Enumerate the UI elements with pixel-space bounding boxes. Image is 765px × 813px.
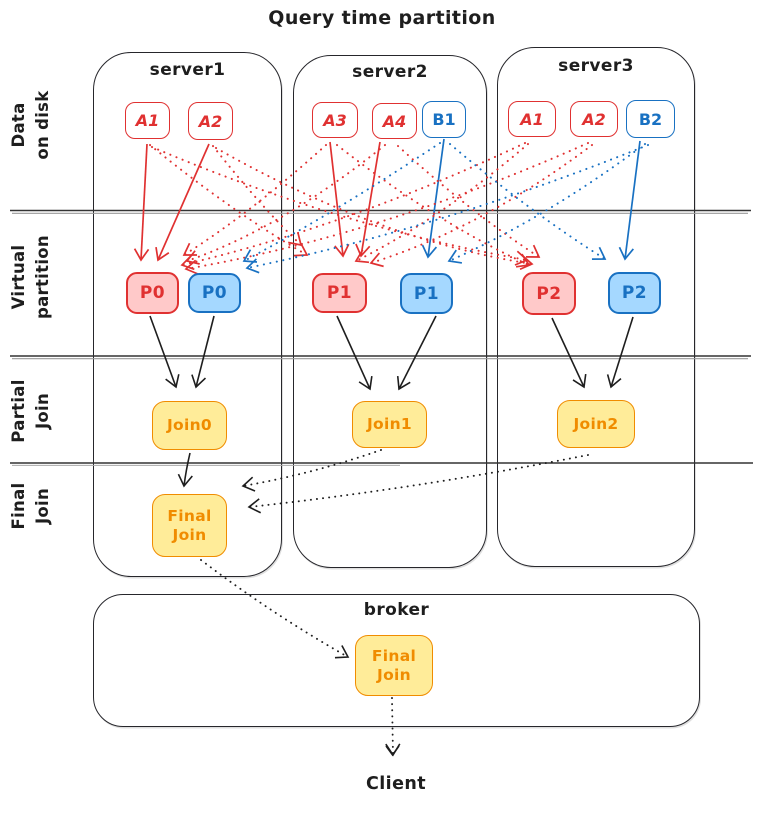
chunk-s2-b1: B1 bbox=[422, 101, 466, 138]
arrow-s3b2-to-p1blue-dotted bbox=[447, 143, 646, 264]
row-label-line: Final bbox=[9, 482, 28, 530]
partition-s1-p0-blue: P0 bbox=[188, 273, 241, 313]
arrow-s3a1-to-p0red-dotted bbox=[180, 142, 526, 271]
row-label-line: Virtual bbox=[9, 244, 28, 310]
section-separator-2 bbox=[10, 355, 751, 360]
arrow-s1a2-to-p0red bbox=[155, 143, 210, 262]
server2-box bbox=[293, 55, 487, 568]
server3-box bbox=[497, 47, 695, 567]
arrow-join2-to-finaljoin-dotted bbox=[247, 454, 589, 514]
arrow-s1a1-to-p1red-dotted bbox=[149, 144, 309, 257]
arrow-s1a1-to-p0red bbox=[133, 143, 150, 262]
arrow-broker-to-client-extra-head bbox=[385, 745, 400, 757]
broker-final-join-line: Join bbox=[377, 665, 411, 684]
arrow-s3a2-to-p1red-dotted bbox=[369, 144, 593, 268]
row-label-virtual-partition: Virtual partition bbox=[7, 212, 59, 342]
arrow-s2a4-to-p2red-dotted bbox=[397, 145, 541, 258]
arrow-s1a2-to-p1red-dotted bbox=[212, 145, 303, 247]
server3-title: server3 bbox=[558, 56, 634, 76]
row-label-data-on-disk: Data on disk bbox=[7, 60, 59, 190]
chunk-s3-a1: A1 bbox=[508, 101, 556, 137]
arrow-s2b1-to-p1blue bbox=[421, 138, 445, 259]
client-label: Client bbox=[366, 774, 426, 794]
arrow-s2a3-to-p0red-dotted bbox=[182, 144, 327, 256]
broker-box bbox=[93, 594, 700, 727]
chunk-s3-b2: B2 bbox=[626, 100, 675, 138]
row-label-line: on disk bbox=[33, 90, 52, 160]
arrow-p0blue-to-join0 bbox=[191, 315, 215, 389]
join1-box: Join1 bbox=[352, 401, 427, 448]
arrow-s3a2-to-p0red-dotted bbox=[184, 142, 589, 275]
arrow-s2a4-to-p0red-dotted bbox=[185, 144, 386, 265]
arrow-s2b1-to-p0blue-dotted bbox=[242, 142, 441, 263]
row-label-line: Join bbox=[33, 487, 52, 525]
join0-box: Join0 bbox=[152, 401, 227, 450]
broker-final-join-box: Final Join bbox=[355, 635, 433, 696]
row-label-final-join: Final Join bbox=[7, 441, 59, 571]
section-separator-1 bbox=[10, 209, 751, 214]
final-join-box: Final Join bbox=[152, 494, 227, 557]
partition-s3-p2-red: P2 bbox=[522, 272, 576, 315]
partition-s2-p1-blue: P1 bbox=[400, 273, 453, 314]
partition-s1-p0-red: P0 bbox=[126, 272, 179, 314]
broker-title: broker bbox=[363, 600, 430, 620]
arrow-join1-to-finaljoin-dotted bbox=[241, 449, 382, 492]
row-label-line: partition bbox=[33, 235, 52, 319]
arrow-p2blue-to-join2 bbox=[606, 316, 634, 389]
arrow-p1red-to-join1 bbox=[336, 315, 373, 391]
diagram-title: Query time partition bbox=[268, 7, 496, 29]
arrow-s3b2-to-p0blue-dotted bbox=[245, 144, 649, 274]
arrow-s2a4-to-p1red bbox=[355, 141, 381, 258]
final-join-line: Join bbox=[172, 525, 207, 544]
chunk-s1-a1: A1 bbox=[125, 102, 170, 139]
arrow-p0red-to-join0 bbox=[149, 315, 180, 389]
partition-s3-p2-blue: P2 bbox=[608, 272, 661, 314]
chunk-s2-a3: A3 bbox=[312, 102, 358, 138]
server1-box bbox=[93, 52, 282, 577]
partition-s2-p1-red: P1 bbox=[312, 273, 367, 313]
arrow-s2a3-to-p1red bbox=[329, 141, 350, 258]
arrow-broker-to-client-dotted bbox=[385, 697, 401, 757]
arrow-s1a1-to-p2red-dotted bbox=[151, 146, 529, 266]
arrow-s2b1-to-p2blue-dotted bbox=[449, 143, 607, 260]
chunk-s1-a2: A2 bbox=[188, 102, 233, 140]
chunk-s2-a4: A4 bbox=[372, 103, 417, 139]
server1-title: server1 bbox=[149, 60, 226, 80]
arrow-p2red-to-join2 bbox=[551, 317, 587, 389]
server2-title: server2 bbox=[352, 62, 428, 82]
arrow-p1blue-to-join1 bbox=[396, 315, 437, 391]
arrow-join0-to-finaljoin bbox=[177, 452, 193, 488]
broker-final-join-line: Final bbox=[371, 646, 417, 665]
chunk-s3-a2: A2 bbox=[570, 101, 618, 137]
join2-box: Join2 bbox=[557, 400, 635, 448]
final-join-line: Final bbox=[167, 506, 212, 525]
row-label-line: Data bbox=[9, 102, 28, 148]
arrow-s3a1-to-p1red-dotted bbox=[354, 143, 529, 264]
arrow-s1a2-to-p2red-dotted bbox=[215, 147, 534, 270]
arrow-s2a3-to-p2red-dotted bbox=[336, 144, 531, 268]
section-separator-3 bbox=[10, 462, 753, 466]
arrow-s3b2-to-p2blue bbox=[618, 140, 641, 261]
